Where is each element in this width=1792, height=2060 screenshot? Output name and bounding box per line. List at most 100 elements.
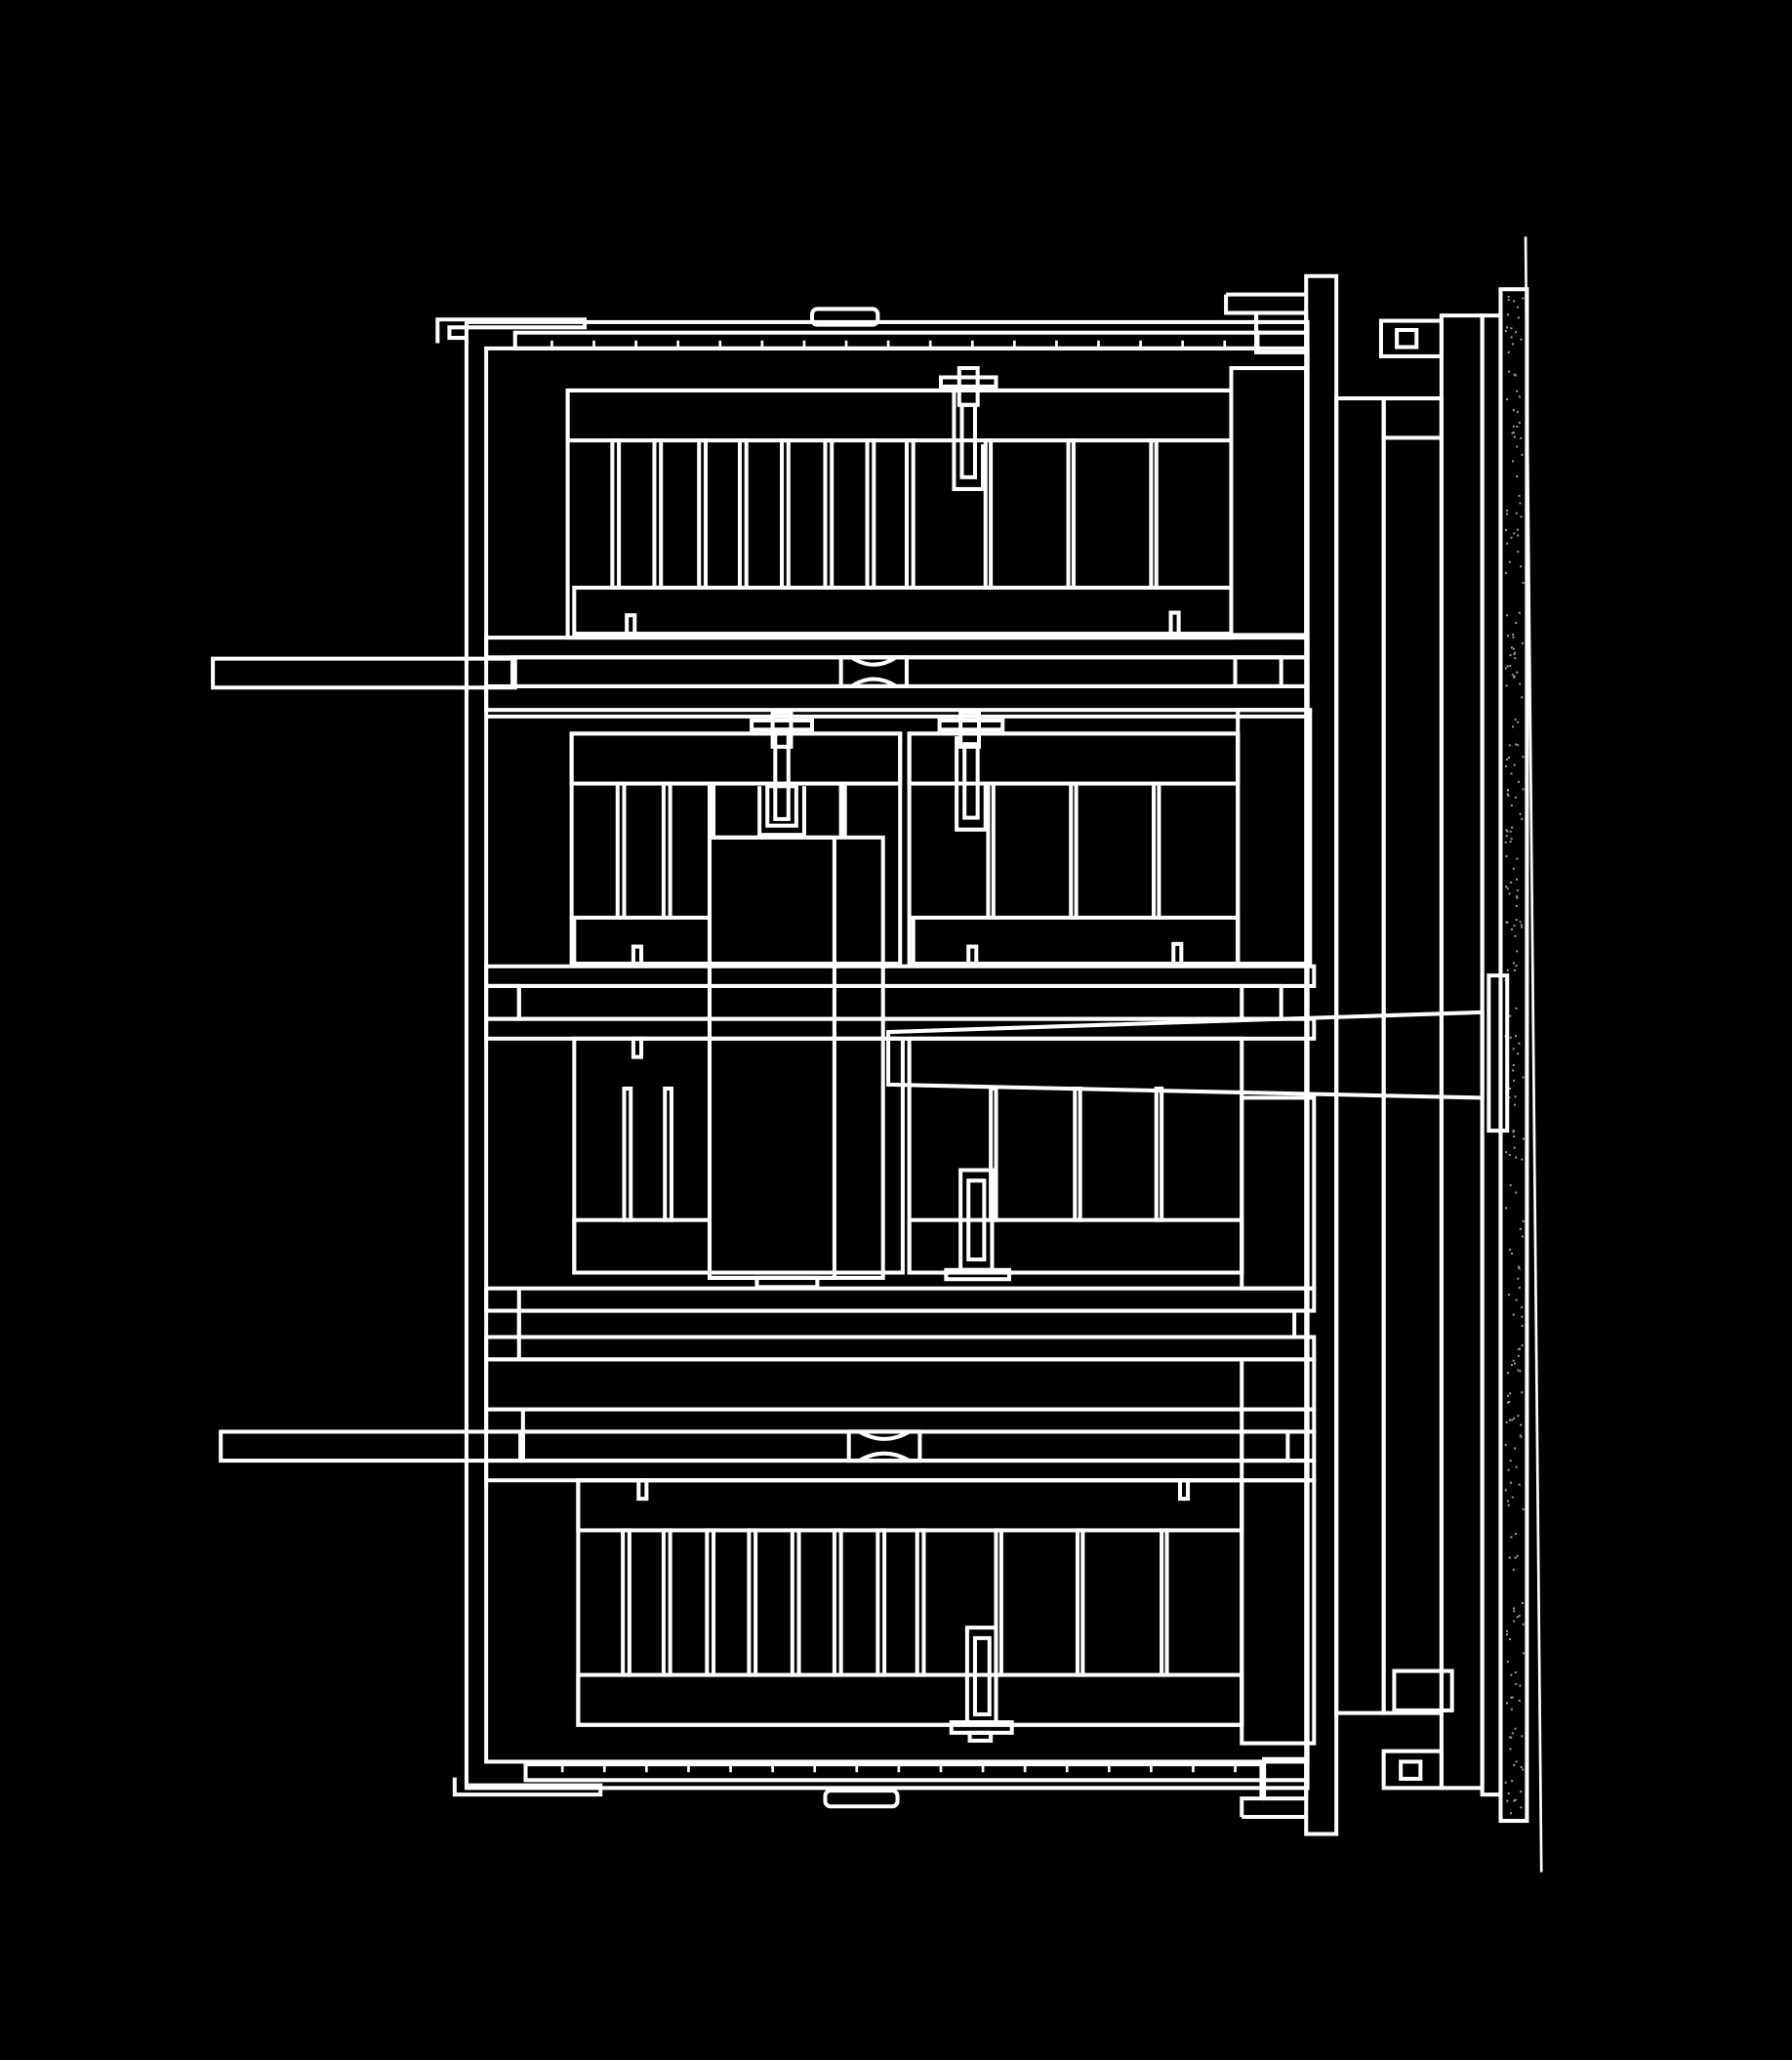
texture-speck	[1519, 1227, 1522, 1230]
cavity-rib	[994, 1528, 1003, 1677]
texture-speck	[1515, 1533, 1518, 1536]
texture-speck	[1517, 1369, 1520, 1372]
bottom-rail-ticks	[560, 1764, 1237, 1773]
top-guide-rail	[512, 330, 1260, 350]
texture-speck	[1513, 1620, 1516, 1623]
texture-speck	[1515, 512, 1518, 515]
texture-speck	[1506, 614, 1509, 617]
back-plate-strip	[1480, 313, 1503, 1797]
clamp-plate-inner	[1334, 395, 1386, 1715]
texture-speck	[1509, 1183, 1512, 1186]
texture-speck	[1520, 338, 1523, 341]
texture-speck	[1506, 1372, 1509, 1375]
cavity-rib	[1066, 438, 1076, 590]
texture-speck	[1518, 1042, 1521, 1045]
texture-speck	[1506, 1401, 1509, 1404]
texture-speck	[1505, 886, 1508, 888]
mid-rail-bar	[516, 983, 1310, 1021]
cavity-rib	[876, 1528, 887, 1677]
mid-lower-lifter	[944, 1168, 1011, 1282]
texture-speck	[1522, 1623, 1525, 1626]
texture-speck	[1515, 965, 1518, 968]
bottom-right-block	[1262, 1756, 1309, 1801]
texture-speck	[1505, 829, 1508, 832]
texture-speck	[1512, 409, 1515, 412]
texture-speck	[1513, 1610, 1516, 1613]
mid-lower-right-ribs	[989, 1086, 1164, 1222]
cavity-rib	[705, 1528, 716, 1677]
texture-speck	[1513, 651, 1516, 654]
texture-speck	[1510, 1708, 1513, 1710]
back-plate-texture	[1504, 295, 1525, 1815]
texture-speck	[1511, 674, 1514, 677]
texture-speck	[1519, 502, 1522, 505]
texture-speck	[1521, 1158, 1524, 1161]
texture-speck	[1515, 331, 1518, 334]
texture-speck	[1512, 1313, 1515, 1316]
texture-speck	[1518, 421, 1521, 424]
lower-rail-end-block	[1240, 1429, 1290, 1463]
texture-speck	[1521, 1315, 1524, 1318]
texture-speck	[1517, 551, 1520, 554]
bottom-cavity-upper-band	[576, 1478, 1244, 1533]
upper-rail-lower-band	[484, 683, 1310, 713]
mid-upper-left-cavity	[569, 731, 903, 967]
texture-speck	[1522, 641, 1525, 644]
texture-speck	[1512, 432, 1516, 434]
texture-speck	[1507, 299, 1510, 302]
texture-speck	[1522, 1601, 1525, 1604]
texture-speck	[1522, 1507, 1525, 1510]
upper-rail-end-block	[1233, 655, 1283, 688]
texture-speck	[1505, 684, 1508, 687]
lower-rail-5	[484, 1407, 1317, 1434]
top-cavity-block	[565, 388, 1234, 640]
texture-speck	[1504, 572, 1507, 575]
cavity-rib	[737, 438, 749, 590]
texture-speck	[1520, 515, 1523, 518]
texture-speck	[1516, 528, 1519, 531]
texture-speck	[1519, 1684, 1522, 1687]
upper-latch	[838, 655, 909, 688]
texture-speck	[1508, 1419, 1511, 1421]
texture-speck	[1522, 788, 1525, 791]
texture-speck	[1516, 1554, 1519, 1557]
texture-speck	[1506, 789, 1509, 792]
texture-speck	[1519, 1434, 1522, 1437]
texture-speck	[1514, 718, 1517, 721]
bottom-stop-block	[1392, 1669, 1454, 1712]
central-slider-block	[707, 835, 885, 1280]
texture-speck	[1512, 962, 1516, 965]
texture-speck	[1513, 1146, 1516, 1149]
texture-speck	[1506, 758, 1509, 761]
texture-speck	[1515, 1035, 1518, 1038]
texture-speck	[1511, 826, 1514, 829]
texture-speck	[1508, 1096, 1511, 1099]
texture-speck	[1504, 764, 1507, 767]
texture-speck	[1513, 675, 1516, 678]
bottom-cavity-lower-band	[576, 1672, 1244, 1727]
texture-speck	[1513, 653, 1516, 656]
cavity-rib	[983, 438, 994, 590]
mid-upper-lifter-right	[937, 710, 1005, 832]
texture-speck	[1512, 1359, 1515, 1362]
texture-speck	[1516, 1616, 1519, 1619]
mid-rail-pin	[631, 1036, 644, 1059]
top-clamp-bolt	[1395, 327, 1419, 350]
texture-speck	[1515, 895, 1518, 898]
texture-speck	[1511, 343, 1514, 346]
texture-speck	[1520, 1806, 1523, 1809]
texture-speck	[1507, 295, 1510, 299]
top-right-side-block	[1229, 366, 1309, 638]
top-pin-left	[625, 613, 637, 637]
bottom-cavity-ribs	[621, 1528, 1169, 1677]
texture-speck	[1508, 1154, 1511, 1157]
texture-speck	[1508, 1556, 1511, 1559]
texture-speck	[1504, 1443, 1507, 1446]
texture-speck	[1519, 1370, 1522, 1373]
upper-rail-bar	[510, 655, 1310, 688]
texture-speck	[1512, 647, 1515, 650]
texture-speck	[1513, 1135, 1516, 1138]
texture-speck	[1513, 532, 1516, 535]
texture-speck	[1504, 329, 1507, 333]
lower-rail-2	[516, 1308, 1297, 1339]
